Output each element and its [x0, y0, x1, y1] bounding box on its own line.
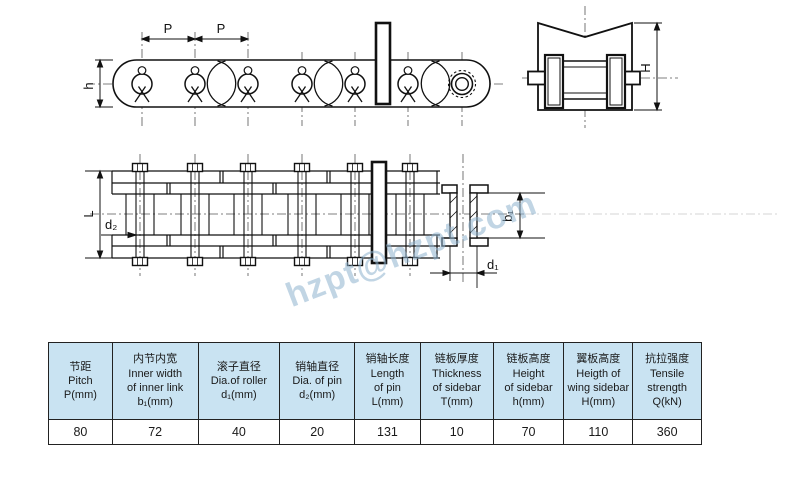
dimension-b1 [516, 191, 524, 240]
col-pitch: 节距 Pitch P(mm) 80 [49, 343, 112, 444]
attachment-plate [374, 21, 392, 106]
header-pin-dia: 销轴直径 Dia. of pin d₂(mm) [280, 343, 355, 419]
b1-label: b₁ [500, 210, 515, 222]
dimension-H [634, 21, 662, 112]
dimension-h [95, 58, 113, 109]
header-sidebar-thickness: 链板厚度 Thickness of sidebar T(mm) [420, 343, 493, 419]
pitch-label-2: P [217, 21, 226, 36]
col-pin-dia: 销轴直径 Dia. of pin d₂(mm) 20 [279, 343, 355, 444]
header-tensile-strength: 抗拉强度 Tensile strength Q(kN) [633, 343, 702, 419]
col-pin-length: 销轴长度 Length of pin L(mm) 131 [354, 343, 420, 444]
dimension-d1 [430, 246, 497, 288]
value-inner-width: 72 [112, 419, 198, 444]
pin-end-left [527, 70, 546, 86]
outer-plate-ends [111, 171, 438, 258]
attachment-plate [370, 160, 388, 265]
header-pitch: 节距 Pitch P(mm) [49, 343, 112, 419]
header-sidebar-height: 链板高度 Height of sidebar h(mm) [493, 343, 564, 419]
header-roller-dia: 滚子直径 Dia.of roller d₁(mm) [198, 343, 280, 419]
value-sidebar-height: 70 [493, 419, 564, 444]
roller-section [441, 184, 545, 247]
d1-label: d₁ [487, 257, 499, 272]
spec-table: 节距 Pitch P(mm) 80 内节内宽 Inner width of in… [48, 342, 702, 445]
chain-side-view-drawing: P P h [81, 21, 504, 126]
dimension-d2 [101, 231, 138, 239]
value-pin-length: 131 [355, 419, 420, 444]
value-sidebar-thickness: 10 [420, 419, 493, 444]
chain-plan-view-drawing: b₁ d₁ d₂ L [81, 154, 777, 288]
chain-end-view-drawing: H [522, 6, 678, 128]
L-label: L [81, 210, 96, 217]
col-sidebar-height: 链板高度 Height of sidebar h(mm) 70 [492, 343, 564, 444]
value-tensile-strength: 360 [633, 419, 702, 444]
d2-label: d₂ [105, 217, 117, 232]
dimension-pitch [140, 35, 250, 43]
h-label: h [81, 82, 96, 89]
H-label: H [638, 63, 653, 72]
pin-symbols [131, 66, 419, 103]
value-roller-dia: 40 [198, 419, 280, 444]
end-roller [447, 69, 477, 99]
header-wing-height: 翼板高度 Heigth of wing sidebar H(mm) [564, 343, 633, 419]
value-pin-dia: 20 [280, 419, 355, 444]
col-roller-dia: 滚子直径 Dia.of roller d₁(mm) 40 [197, 343, 280, 444]
centerlines-vertical [139, 154, 464, 283]
header-inner-width: 内节内宽 Inner width of inner link b₁(mm) [112, 343, 198, 419]
col-inner-width: 内节内宽 Inner width of inner link b₁(mm) 72 [111, 343, 198, 444]
inner-sidebars [543, 53, 627, 110]
header-pin-length: 销轴长度 Length of pin L(mm) [355, 343, 420, 419]
roller-edges [125, 194, 425, 235]
inner-plate-ends [111, 183, 438, 246]
col-tensile-strength: 抗拉强度 Tensile strength Q(kN) 360 [632, 343, 702, 444]
col-wing-height: 翼板高度 Heigth of wing sidebar H(mm) 110 [563, 343, 633, 444]
col-sidebar-thickness: 链板厚度 Thickness of sidebar T(mm) 10 [419, 343, 493, 444]
link-joint-arcs [206, 60, 451, 107]
pitch-label-1: P [164, 21, 173, 36]
pins [131, 162, 419, 267]
dimension-L [85, 169, 113, 260]
value-pitch: 80 [49, 419, 112, 444]
value-wing-height: 110 [564, 419, 633, 444]
